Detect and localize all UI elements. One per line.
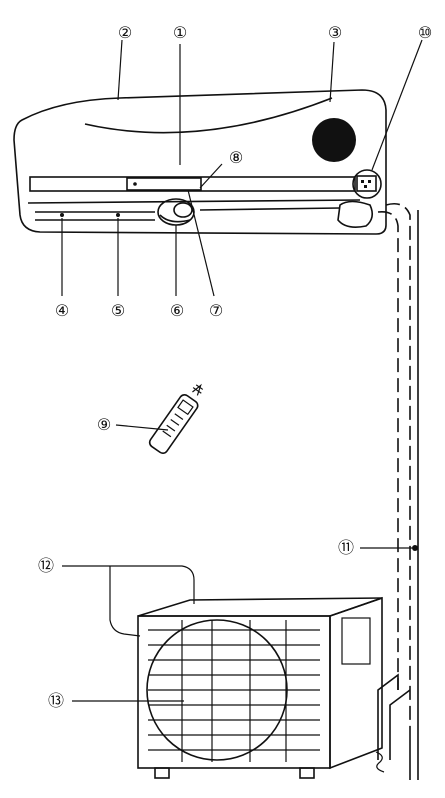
- icon-box-pixel: [364, 185, 367, 188]
- indoor-unit-display-circle: [312, 118, 356, 162]
- callout-10-label: ⑩: [418, 23, 432, 42]
- remote-body: [148, 394, 199, 454]
- piping: [377, 202, 419, 780]
- indoor-front-strip: [29, 176, 356, 192]
- callout-7: ⑦: [209, 301, 223, 320]
- callout-12: ⑫: [38, 556, 54, 575]
- callout-4-label: ④: [55, 301, 69, 320]
- outdoor-top-face: [137, 597, 383, 617]
- callout-9-label: ⑨: [97, 415, 111, 434]
- indoor-unit: [13, 89, 387, 235]
- drain-hose: [375, 751, 385, 773]
- outdoor-foot: [299, 767, 315, 779]
- swing-knob-inner: [173, 202, 193, 218]
- leader-10: [371, 39, 423, 171]
- callout-2: ②: [118, 23, 132, 42]
- remote-control: [148, 383, 204, 454]
- outdoor-right-face: [329, 596, 383, 770]
- callout-13-label: ⑬: [48, 691, 64, 710]
- remote-button-row: [162, 430, 172, 438]
- leader-lines: [61, 39, 423, 702]
- callout-5-label: ⑤: [111, 301, 125, 320]
- leader-8: [199, 163, 223, 189]
- callout-11: ⑪: [338, 538, 354, 557]
- louver-line-top: [27, 199, 361, 204]
- remote-signal-lines: [192, 384, 204, 394]
- callout-6: ⑥: [170, 301, 184, 320]
- pipe-marker-dot: [412, 545, 418, 551]
- outdoor-unit: [137, 596, 385, 779]
- callout-12-label: ⑫: [38, 556, 54, 575]
- leader-7: [187, 189, 215, 297]
- callout-8-label: ⑧: [229, 148, 243, 167]
- dashed-pipe-outer: [385, 202, 411, 730]
- leader-12a: [62, 565, 195, 604]
- callout-3-label: ③: [328, 23, 342, 42]
- icon-box-pixel: [361, 180, 364, 183]
- pipe-connection-left: [377, 673, 399, 760]
- leader-3: [329, 41, 335, 103]
- remote-button-row: [166, 424, 176, 432]
- callout-10: ⑩: [418, 23, 432, 42]
- service-panel: [341, 617, 371, 665]
- callout-9: ⑨: [97, 415, 111, 434]
- callout-3: ③: [328, 23, 342, 42]
- indicator-dot-4: [60, 213, 64, 217]
- callout-1: ①: [173, 23, 187, 42]
- icon-box-pixel: [368, 180, 371, 183]
- callout-11-label: ⑪: [338, 538, 354, 557]
- callout-4: ④: [55, 301, 69, 320]
- louver-line-mid-right: [199, 207, 341, 211]
- indoor-icon-box: [356, 175, 377, 192]
- callout-7-label: ⑦: [209, 301, 223, 320]
- leader-2: [117, 39, 123, 101]
- receiver-dot: [133, 182, 137, 186]
- remote-signal-icon: [192, 383, 202, 396]
- outdoor-foot: [154, 767, 170, 779]
- outdoor-fan: [146, 619, 288, 761]
- callout-8: ⑧: [229, 148, 243, 167]
- leader-9: [115, 424, 169, 431]
- remote-button-row: [170, 419, 180, 426]
- pipe-connection-right: [389, 689, 411, 760]
- callout-2-label: ②: [118, 23, 132, 42]
- callout-1-label: ①: [173, 23, 187, 42]
- swing-knob-curve: [159, 214, 191, 223]
- indicator-dot-5: [116, 213, 120, 217]
- signal-receiver-panel: [126, 177, 202, 191]
- icon-box-highlight-circle: [352, 169, 382, 199]
- indoor-unit-body: [13, 89, 387, 235]
- callout-6-label: ⑥: [170, 301, 184, 320]
- pipe-elbow: [337, 200, 374, 228]
- callout-13: ⑬: [48, 691, 64, 710]
- remote-display: [177, 399, 194, 416]
- leader-12b: [109, 566, 141, 637]
- dashed-pipe-inner: [377, 210, 399, 690]
- callout-5: ⑤: [111, 301, 125, 320]
- outdoor-front-face: [137, 615, 331, 769]
- remote-button-row: [174, 413, 184, 420]
- indoor-unit-top-curve: [84, 97, 333, 134]
